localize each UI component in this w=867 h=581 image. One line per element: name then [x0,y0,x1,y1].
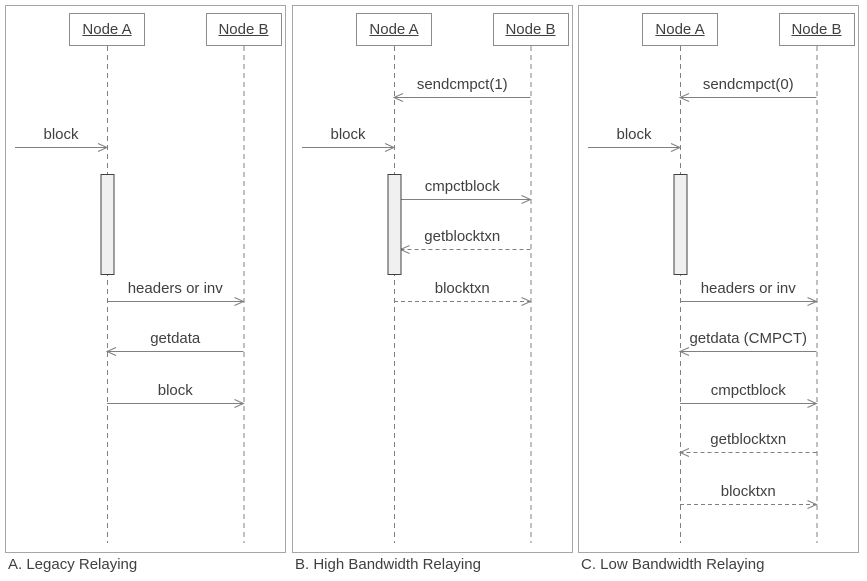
node-a-box: Node A [69,13,145,46]
arrowhead-6 [807,500,818,509]
arrowhead-0 [97,143,109,152]
message-label: sendcmpct(1) [416,76,508,93]
arrowhead-2 [105,347,117,356]
message-label: cmpctblock [424,178,500,195]
node-b-box-label: Node B [505,21,556,38]
arrowhead-1 [234,297,245,306]
panel-canvas-high-bandwidth [302,46,532,543]
panel-low-bandwidth: sendcmpct(0) block headers or inv getdata (… [578,5,859,553]
node-b-box: Node B [205,13,282,46]
arrowhead-1 [670,143,682,152]
node-a-box-label: Node A [369,21,419,38]
message-label: headers or inv [127,280,223,297]
message-label: block [43,126,79,143]
node-a-box-label: Node A [655,21,705,38]
activation-bar-node-a [673,174,688,275]
arrowhead-0 [392,93,404,102]
message-label: sendcmpct(0) [702,76,794,93]
panel-canvas-low-bandwidth [588,46,818,543]
message-label: block [157,382,193,399]
node-b-box-label: Node B [791,21,842,38]
node-a-box: Node A [356,13,432,46]
node-b-box: Node B [492,13,569,46]
message-label: getdata (CMPCT) [689,330,808,347]
arrowhead-3 [234,399,245,408]
activation-bar-node-a [100,174,115,275]
activation-bar-node-a [387,174,402,275]
arrowhead-4 [807,399,818,408]
node-a-box-label: Node A [82,21,132,38]
message-label: block [616,126,652,143]
arrowhead-5 [678,448,690,457]
message-label: getblocktxn [710,431,787,448]
arrowhead-0 [678,93,690,102]
caption-high-bandwidth: B. High Bandwidth Relaying [295,556,481,573]
arrowhead-2 [521,195,532,204]
message-label: cmpctblock [710,382,786,399]
message-label: block [330,126,366,143]
arrowhead-2 [807,297,818,306]
message-label: headers or inv [700,280,796,297]
message-label: getdata [150,330,201,347]
panel-canvas-legacy [15,46,245,543]
panel-legacy: block headers or inv getdata block Node A Nod… [5,5,286,553]
message-label: blocktxn [434,280,490,297]
caption-legacy: A. Legacy Relaying [8,556,138,573]
node-b-box-label: Node B [218,21,269,38]
message-label: blocktxn [720,483,776,500]
message-label: getblocktxn [424,228,501,245]
panel-high-bandwidth: sendcmpct(1) block cmpctblock getblocktxn bl… [292,5,573,553]
arrowhead-3 [678,347,690,356]
node-a-box: Node A [642,13,718,46]
arrowhead-4 [521,297,532,306]
caption-low-bandwidth: C. Low Bandwidth Relaying [581,556,765,573]
arrowhead-1 [384,143,396,152]
node-b-box: Node B [778,13,855,46]
